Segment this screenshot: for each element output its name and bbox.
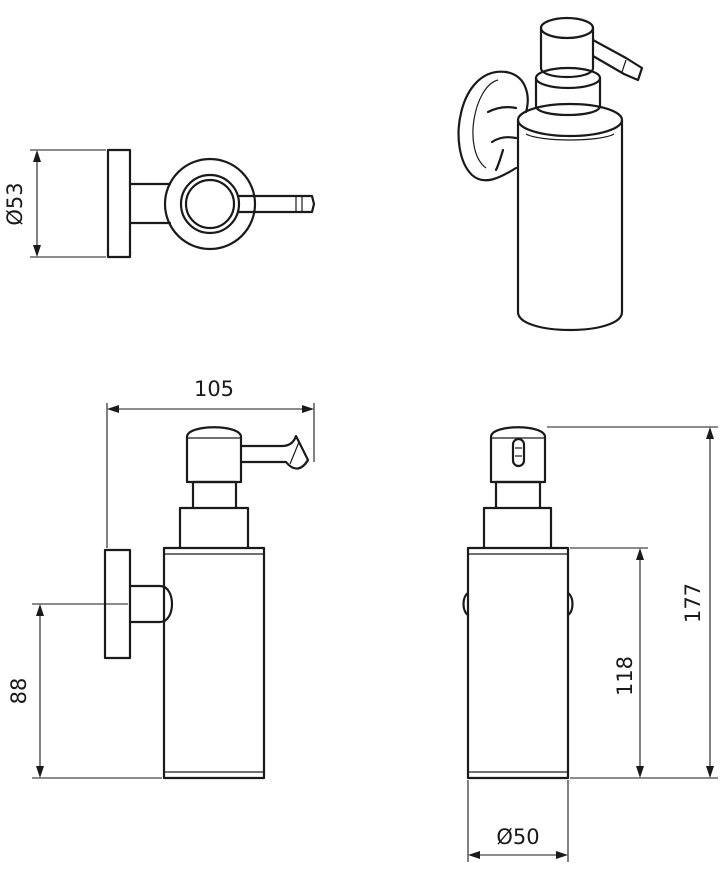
front-view-body [162, 546, 266, 780]
front-view-collar [178, 506, 250, 550]
perspective-rosette [457, 70, 518, 182]
label-body-height: 118 [613, 656, 637, 696]
front-view-spout [239, 434, 310, 470]
front-view [103, 426, 310, 780]
front-view-arm [128, 584, 173, 624]
label-body-diameter: Ø50 [496, 825, 539, 849]
dimension-body-height: 118 [570, 547, 648, 779]
top-view-body-circle [163, 157, 257, 251]
dimension-top-diameter: Ø53 [3, 149, 106, 258]
top-view-arm [128, 182, 172, 225]
label-top-diameter: Ø53 [3, 182, 27, 225]
side-view-knob-right [566, 591, 574, 617]
perspective-body [516, 118, 624, 331]
dimension-body-diameter: Ø50 [467, 780, 569, 862]
top-view [106, 148, 316, 259]
perspective-spout [591, 38, 644, 82]
dimension-width: 105 [106, 377, 315, 548]
dimension-mount-height: 88 [7, 603, 162, 779]
side-view-pump-head [489, 426, 547, 484]
top-view-wall-plate [106, 148, 132, 259]
side-view [462, 426, 574, 780]
top-view-pump-ring-inner [184, 178, 236, 230]
perspective-view [457, 16, 644, 331]
label-total-height: 177 [681, 583, 705, 623]
perspective-body-top [516, 102, 624, 138]
side-view-nozzle [511, 437, 526, 468]
perspective-pump-head [539, 26, 595, 78]
side-view-body [466, 546, 570, 780]
label-mount-height: 88 [7, 678, 31, 705]
top-view-pump-ring-outer [179, 173, 241, 235]
top-view-spout [236, 194, 316, 214]
front-view-pump-head [185, 426, 243, 484]
label-width: 105 [194, 377, 234, 401]
dimension-total-height: 177 [547, 426, 718, 779]
side-view-knob-left [462, 591, 470, 617]
side-view-collar [482, 506, 553, 550]
